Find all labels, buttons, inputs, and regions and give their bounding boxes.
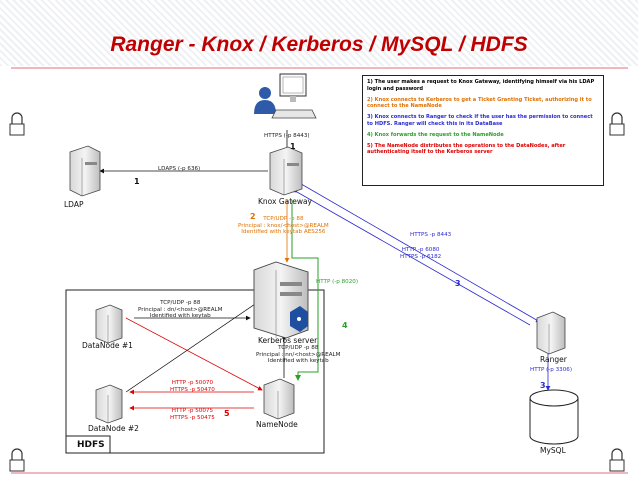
knox-namenode-label: HTTP (-p 8020) — [316, 279, 359, 285]
lock-icon — [609, 448, 625, 472]
user-icon — [254, 87, 276, 114]
ranger-hdfs-label: HTTP -p 6080 HTTPS -p 6182 — [400, 247, 442, 260]
step-number-5: 5 — [224, 409, 230, 418]
step-number-3-mysql: 3 — [540, 381, 546, 390]
server-icon — [69, 145, 101, 197]
user-https-label: HTTPS (-p 8443) — [264, 133, 310, 139]
hdfs-cluster-box — [65, 289, 325, 454]
step-2-text: 2) Knox connects to Kerberos to get a Ti… — [367, 96, 592, 110]
knox-gateway-label: Knox Gateway — [258, 197, 312, 206]
server-icon — [263, 378, 295, 420]
mysql-label: MySQL — [540, 446, 566, 455]
lock-icon — [9, 448, 25, 472]
server-icon — [269, 146, 303, 196]
step-number-4: 4 — [342, 321, 348, 330]
datanode-2-label: DataNode #2 — [88, 424, 139, 433]
datanode-1-label: DataNode #1 — [82, 341, 133, 350]
step-number-1-ldap: 1 — [134, 177, 140, 186]
nn-dn-upper-label: HTTP -p 50070 HTTPS -p 50470 — [170, 380, 215, 393]
step-5-text: 5) The NameNode distributes the operatio… — [367, 142, 566, 156]
steps-legend: 1) The user makes a request to Knox Gate… — [362, 75, 604, 186]
namenode-label: NameNode — [256, 420, 298, 429]
knox-kerberos-label: TCP/UDP -p 88 Principal : knox/<host>@RE… — [238, 216, 329, 236]
ldap-label: LDAP — [64, 200, 84, 209]
slide-title: Ranger - Knox / Kerberos / MySQL / HDFS — [110, 33, 528, 56]
kerberos-to-dn2-line — [125, 301, 259, 393]
step-3-text: 3) Knox connects to Ranger to check if t… — [367, 114, 593, 127]
step-number-3-ranger: 3 — [455, 279, 461, 288]
hdfs-label: HDFS — [77, 440, 105, 450]
kerberos-server-label: Kerberos server — [258, 336, 318, 345]
dn1-to-nn-arrow — [125, 317, 263, 391]
dn1-kerberos-label: TCP/UDP -p 88 Principal : dn/<host>@REAL… — [138, 300, 223, 320]
server-icon — [536, 311, 566, 355]
lock-icon — [609, 112, 625, 136]
knox-ranger-label: HTTPS -p 8443 — [410, 232, 452, 238]
lock-icon — [9, 112, 25, 136]
ranger-to-hdfs-arrow — [292, 187, 531, 326]
key-icon — [290, 306, 308, 332]
slide-frame — [11, 67, 628, 474]
step-number-1-user: 1 — [290, 142, 296, 151]
nn-kerberos-label: TCP/UDP -p 88 Principal : nn/<host>@REAL… — [256, 345, 341, 365]
title-band — [0, 0, 638, 66]
knox-to-namenode-arrow — [291, 200, 319, 381]
server-icon — [95, 304, 123, 344]
ranger-mysql-label: HTTP (-p 3306) — [530, 367, 573, 373]
step-number-2: 2 — [250, 212, 256, 221]
computer-icon — [271, 73, 317, 119]
database-icon — [529, 389, 579, 445]
step-4-text: 4) Knox forwards the request to the Name… — [367, 131, 504, 138]
step-1-text: 1) The user makes a request to Knox Gate… — [367, 79, 595, 92]
ranger-label: Ranger — [540, 355, 567, 364]
nn-dn-lower-label: HTTP -p 50075 HTTPS -p 50475 — [170, 408, 215, 421]
ldaps-label: LDAPS (-p 636) — [158, 166, 201, 172]
knox-to-ranger-arrow — [295, 180, 541, 323]
server-icon — [95, 384, 123, 424]
hdfs-label-box — [65, 435, 111, 454]
